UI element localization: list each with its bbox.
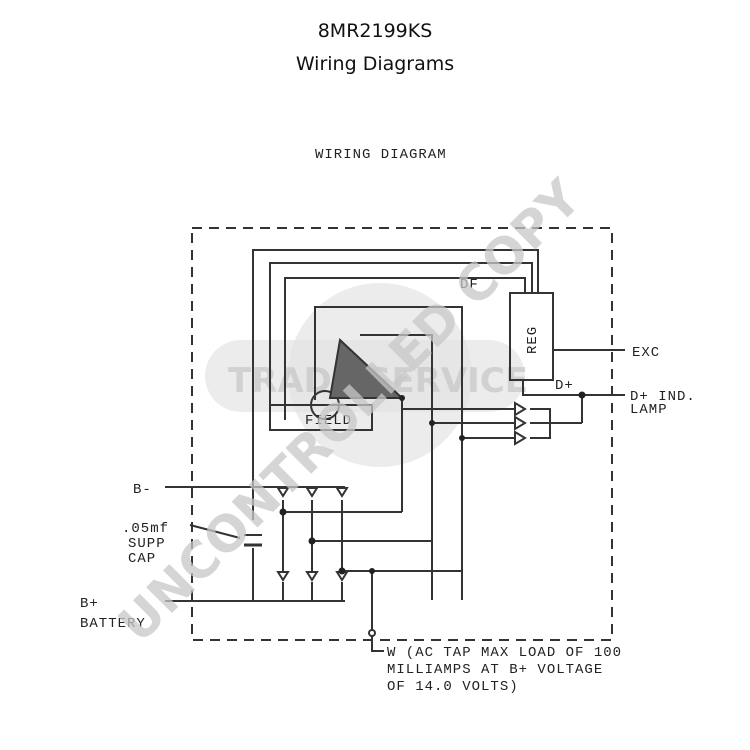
diagram-title: WIRING DIAGRAM	[315, 147, 447, 163]
reg-label: REG	[525, 326, 541, 354]
cap-label-1: .05mf	[122, 521, 169, 537]
uncontrolled-copy-watermark: UNCONTROLLED COPY	[107, 168, 592, 653]
housing-outline	[191, 227, 613, 641]
battery-label: BATTERY	[80, 616, 146, 632]
d-plus-lamp-label: D+ IND.	[630, 389, 696, 405]
cap-label-3: CAP	[128, 551, 156, 567]
w-note-line-3: OF 14.0 VOLTS)	[387, 679, 519, 695]
b-minus-label: B-	[133, 482, 152, 498]
cap-label-2: SUPP	[128, 536, 166, 552]
b-plus-label: B+	[80, 596, 99, 612]
regulator-box	[509, 292, 554, 381]
page-subtitle: Wiring Diagrams	[295, 53, 455, 75]
lamp-label-text: LAMP	[630, 402, 668, 418]
part-number: 8MR2199KS	[317, 20, 433, 42]
d-plus-label: D+	[555, 378, 574, 394]
exc-label: EXC	[632, 345, 660, 361]
field-label: FIELD	[305, 413, 352, 429]
df-label: DF	[460, 277, 479, 293]
w-note-line-2: MILLIAMPS AT B+ VOLTAGE	[387, 662, 603, 678]
w-note-line-1: W (AC TAP MAX LOAD OF 100	[387, 645, 622, 661]
